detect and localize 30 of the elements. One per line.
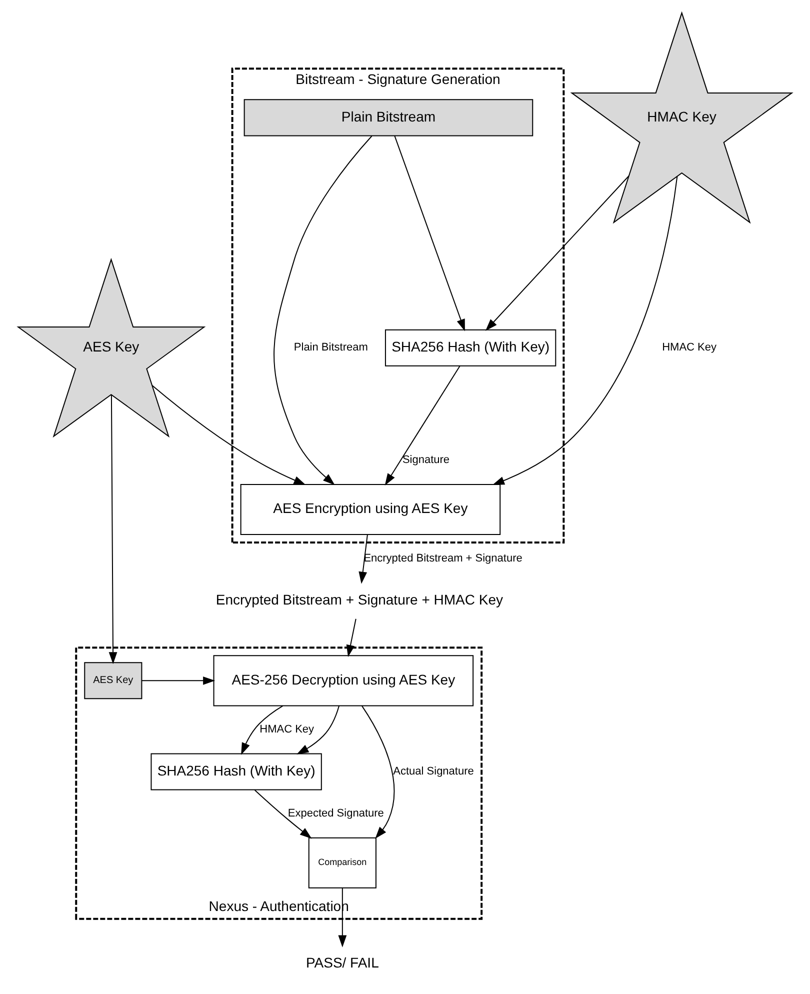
- node-box: SHA256 Hash (With Key): [150, 752, 322, 790]
- arrow: [338, 887, 347, 947]
- node-box: Comparison: [308, 836, 376, 888]
- arrow: [241, 704, 284, 754]
- arrow: [254, 789, 312, 838]
- node-box: AES Encryption using AES Key: [240, 483, 501, 534]
- edge-label: Signature: [402, 454, 450, 466]
- arrow: [358, 534, 368, 584]
- arrow: [274, 134, 372, 485]
- arrow: [141, 676, 216, 684]
- edge-label: Plain Bitstream: [294, 341, 368, 354]
- node-text: Encrypted Bitstream + Signature + HMAC Key: [216, 590, 504, 607]
- edge-label: HMAC Key: [662, 341, 717, 354]
- node-text: PASS/ FAIL: [306, 954, 379, 970]
- node-box: SHA256 Hash (With Key): [384, 328, 556, 366]
- node-box: Plain Bitstream: [244, 98, 534, 136]
- arrow: [394, 134, 465, 331]
- arrow: [361, 704, 395, 838]
- arrow: [296, 704, 340, 754]
- arrow: [152, 384, 306, 485]
- node-box: AES-256 Decryption using AES Key: [213, 654, 474, 706]
- arrow: [485, 174, 630, 330]
- edge-label: Actual Signature: [393, 765, 474, 778]
- arrow: [384, 365, 460, 486]
- node-box: AES Key: [84, 662, 142, 699]
- edge-label: Expected Signature: [288, 807, 384, 820]
- arrow: [108, 394, 118, 664]
- edge-label: HMAC Key: [260, 723, 314, 736]
- arrow: [346, 618, 356, 657]
- arrow: [492, 175, 678, 484]
